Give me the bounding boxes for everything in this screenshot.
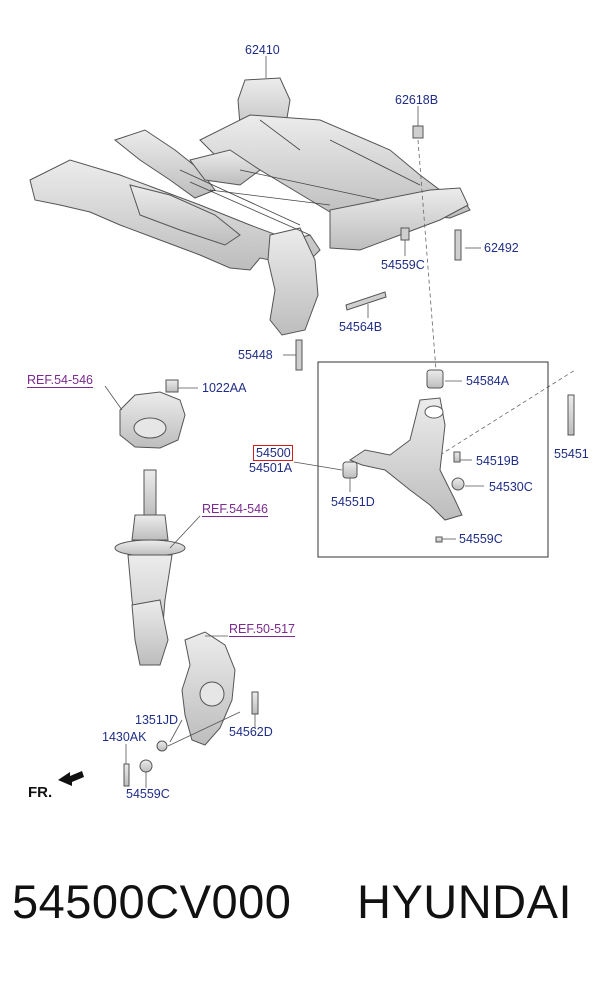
label-54530c: 54530C: [489, 480, 533, 494]
label-54564b: 54564B: [339, 320, 383, 334]
subframe-crossmember: [29, 77, 471, 336]
label-1022aa: 1022AA: [202, 381, 247, 395]
label-54559c-top: 54559C: [381, 258, 425, 272]
front-direction-label: FR.: [28, 784, 53, 801]
ref-link-knuckle[interactable]: REF.50-517: [229, 622, 296, 637]
dashed-alignment-lines: [417, 139, 576, 456]
label-54551d: 54551D: [331, 495, 375, 509]
strut-top-mount: [119, 379, 186, 449]
lower-control-arm: [342, 369, 575, 543]
steering-knuckle: [123, 631, 259, 787]
label-54519b: 54519B: [476, 454, 520, 468]
label-55448: 55448: [238, 348, 273, 362]
lower-arm-assembly-frame: [317, 361, 549, 558]
label-54500: 54500: [256, 446, 291, 460]
diagram-drawing: [29, 56, 576, 788]
front-direction-arrow-icon: [58, 771, 84, 786]
label-54501a: 54501A: [249, 461, 293, 475]
label-1351jd: 1351JD: [135, 713, 179, 727]
label-62410: 62410: [245, 43, 280, 57]
leader-lines-mount: [104, 385, 198, 411]
leader-lines-top: [265, 56, 481, 356]
leader-lines-arm: [293, 380, 484, 540]
label-1430ak: 1430AK: [102, 730, 147, 744]
label-54562d: 54562D: [229, 725, 273, 739]
leader-lines-knuckle: [125, 635, 256, 788]
ref-link-strut[interactable]: REF.54-546: [202, 502, 269, 517]
subframe-detail-lines: [179, 119, 421, 236]
bolts-subframe: [295, 125, 462, 371]
label-62618b: 62618B: [395, 93, 439, 107]
label-54584a: 54584A: [466, 374, 510, 388]
caption-part-number: 54500CV000: [12, 875, 292, 928]
label-55451: 55451: [554, 447, 589, 461]
highlighted-part-box: 54500: [253, 445, 293, 461]
ref-link-top-mount[interactable]: REF.54-546: [27, 373, 94, 388]
label-54559c-mid: 54559C: [459, 532, 503, 546]
strut-assembly: [114, 469, 186, 666]
label-54559c-bot: 54559C: [126, 787, 170, 801]
leader-lines-strut: [169, 515, 201, 549]
caption-brand: HYUNDAI: [357, 875, 573, 928]
label-62492: 62492: [484, 241, 519, 255]
